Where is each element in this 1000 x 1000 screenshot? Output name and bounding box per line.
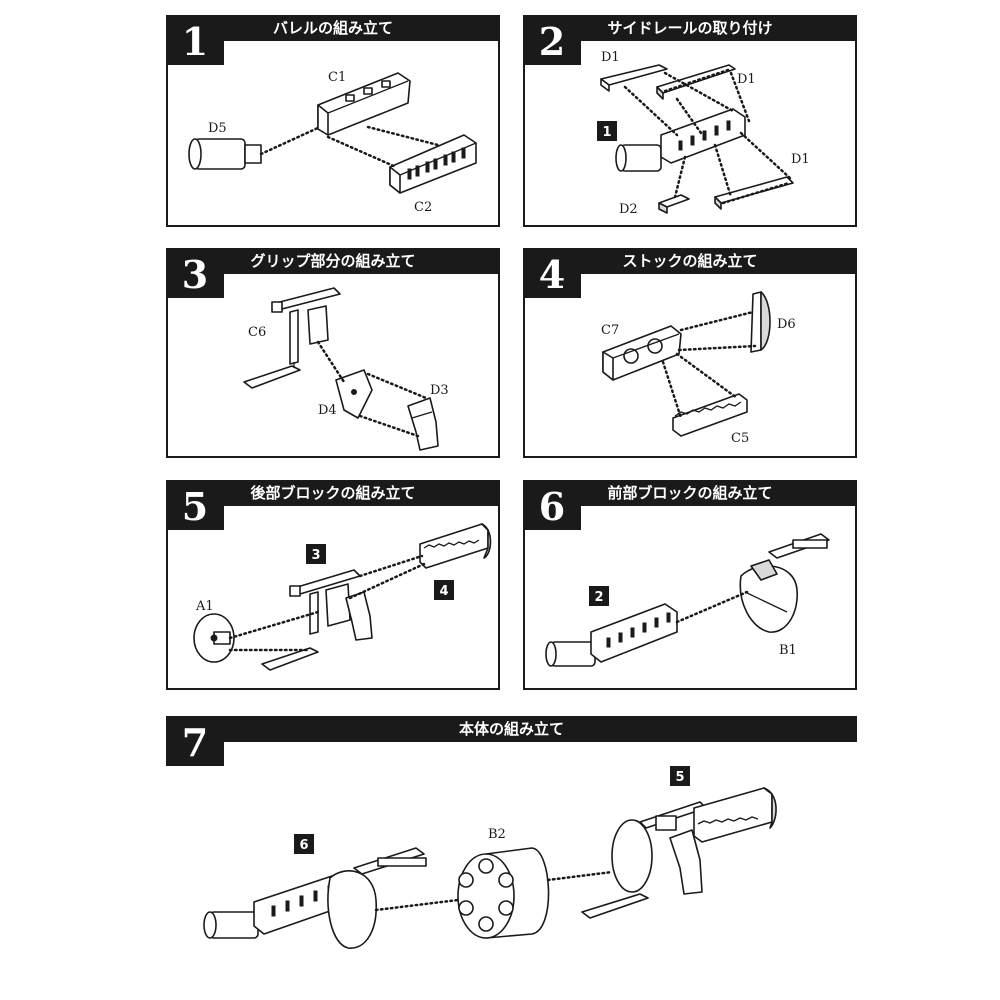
svg-text:5: 5 [675, 770, 684, 785]
part-c2-handguard [389, 134, 477, 194]
label-d4: D4 [318, 403, 337, 418]
step-3-panel: グリップ部分の組み立て 3 C6 D4 D3 [166, 248, 500, 458]
step-3-illustration: C6 D4 D3 [243, 287, 449, 451]
part-d4-trigger [335, 369, 373, 419]
part-barrel-assembly-2 [545, 603, 678, 667]
label-d1-b: D1 [737, 72, 756, 87]
step-7-title-bar: 本体の組み立て [166, 716, 857, 742]
svg-text:1: 1 [602, 125, 611, 140]
step-6-panel: 前部ブロックの組み立て 6 B1 2 [523, 480, 857, 690]
ref-tag-6: 6 [294, 834, 314, 854]
ref-tag-4: 4 [434, 580, 454, 600]
label-d6: D6 [777, 317, 796, 332]
step-4-illustration: C7 D6 C5 [601, 291, 796, 446]
part-d3-grip [407, 397, 439, 451]
step-4-number: 4 [523, 248, 581, 298]
part-stock-assembly [419, 523, 492, 569]
ref-tag-1: 1 [597, 121, 617, 141]
step-2-illustration: D1 D1 D1 D2 1 [597, 50, 810, 217]
step-1-title: バレルの組み立て [272, 19, 393, 37]
step-6-title: 前部ブロックの組み立て [607, 484, 773, 502]
label-d5: D5 [208, 121, 227, 136]
svg-text:6: 6 [299, 838, 308, 853]
step-4-panel: ストックの組み立て 4 C7 D6 C5 [523, 248, 857, 458]
step-7-title: 本体の組み立て [458, 720, 564, 738]
step-7-header: 本体の組み立て 7 [166, 716, 857, 766]
label-c6: C6 [248, 325, 266, 340]
part-grip-assembly [261, 569, 373, 671]
part-d5-barrel [188, 138, 262, 170]
step-3-number: 3 [166, 248, 224, 298]
step-2-number: 2 [523, 15, 581, 65]
step-4-title: ストックの組み立て [622, 252, 758, 270]
part-rear-assembly [581, 787, 777, 919]
step-5-title: 後部ブロックの組み立て [250, 484, 416, 502]
ref-tag-3: 3 [306, 544, 326, 564]
svg-text:3: 3 [311, 548, 320, 563]
step-2-panel: サイドレールの取り付け 2 [523, 15, 857, 227]
step-2-title: サイドレールの取り付け [607, 19, 773, 37]
svg-text:4: 4 [439, 584, 448, 599]
part-d1-long-rail-top [656, 64, 736, 100]
step-1-number: 1 [166, 15, 224, 65]
label-d3: D3 [430, 383, 449, 398]
label-c7: C7 [601, 323, 619, 338]
part-c5-stock-rail [672, 393, 748, 437]
part-c6-frame [243, 287, 341, 389]
part-a1-plate [193, 613, 235, 663]
step-7-number: 7 [166, 716, 224, 766]
step-1-illustration: C1 D5 C2 [188, 70, 477, 215]
part-front-assembly [203, 847, 427, 949]
step-3-title: グリップ部分の組み立て [250, 252, 416, 270]
step-5-number: 5 [166, 480, 224, 530]
step-5-panel: 後部ブロックの組み立て 5 A1 3 [166, 480, 500, 690]
part-d6-buttpad [750, 291, 771, 353]
svg-text:2: 2 [594, 590, 603, 605]
step-6-illustration: B1 2 [545, 533, 830, 667]
part-barrel-assembly [615, 108, 746, 172]
part-b1-front-block [739, 533, 830, 633]
label-d2: D2 [619, 202, 638, 217]
label-d1-c: D1 [791, 152, 810, 167]
part-b2-cylinder [457, 847, 550, 939]
step-5-illustration: A1 3 4 [193, 523, 492, 671]
label-b2: B2 [488, 827, 506, 842]
label-c5: C5 [731, 431, 749, 446]
part-c1-receiver [317, 72, 411, 136]
label-d1-a: D1 [601, 50, 620, 65]
step-6-number: 6 [523, 480, 581, 530]
label-c1: C1 [328, 70, 346, 85]
part-d1-long-rail-bottom [714, 176, 794, 210]
part-d2-block [658, 194, 690, 214]
label-b1: B1 [779, 643, 797, 658]
label-c2: C2 [414, 200, 432, 215]
ref-tag-5: 5 [670, 766, 690, 786]
step-1-panel: バレルの組み立て 1 [166, 15, 500, 227]
label-a1: A1 [195, 599, 214, 614]
part-d1-short-rail [600, 64, 668, 92]
ref-tag-2: 2 [589, 586, 609, 606]
